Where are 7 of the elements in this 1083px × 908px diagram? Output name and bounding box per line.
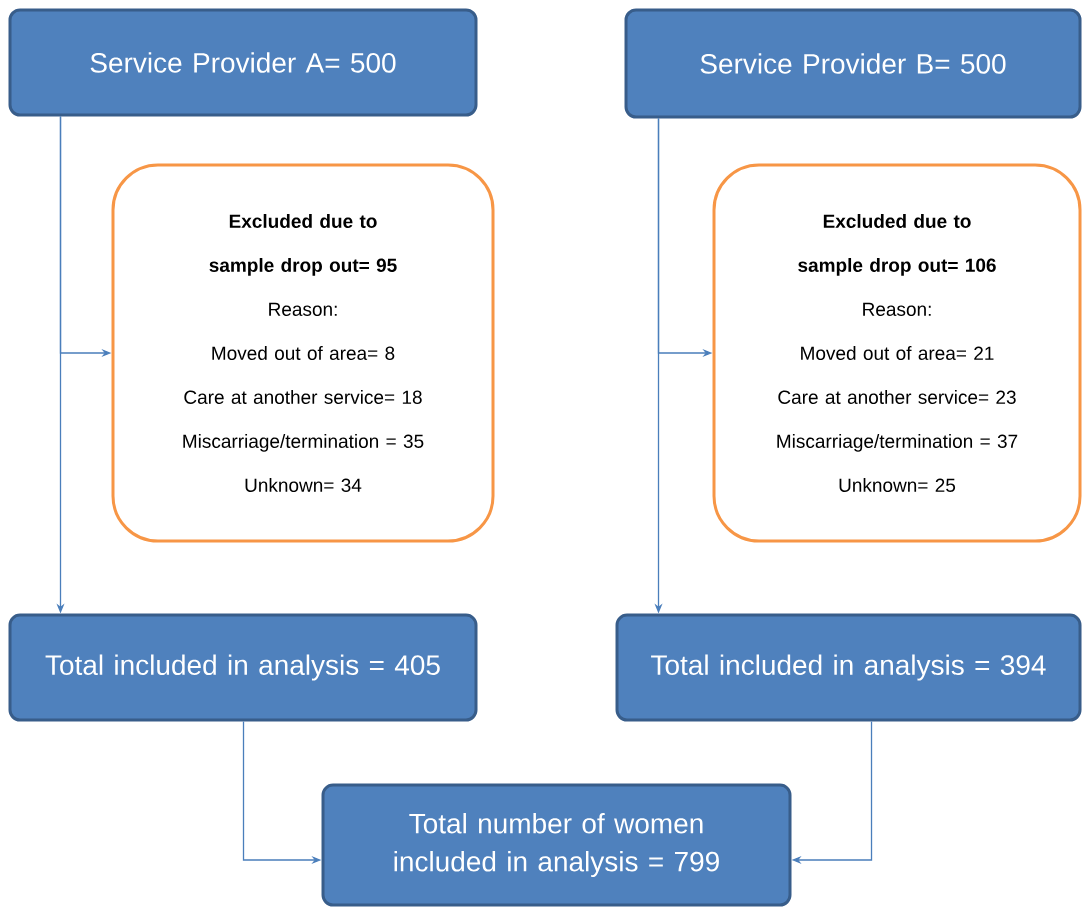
process-box: Service Provider A= 500 xyxy=(8,8,478,117)
process-box: Total number of women included in analysis = 799 xyxy=(321,783,792,907)
process-box: Total included in analysis = 405 xyxy=(8,613,478,722)
process-box: Service Provider B= 500 xyxy=(624,8,1082,119)
exclusion-box: Excluded due to sample drop out= 106 Reason: Moved out of area= 21 Care at another service= 23 Miscarriage/termination = 37 Unknown= 25 xyxy=(712,163,1082,543)
process-box: Total included in analysis = 394 xyxy=(615,613,1082,722)
exclusion-box: Excluded due to sample drop out= 95 Reason: Moved out of area= 8 Care at another service= 18 Miscarriage/termination = 35 Unknown= 34 xyxy=(111,163,495,543)
